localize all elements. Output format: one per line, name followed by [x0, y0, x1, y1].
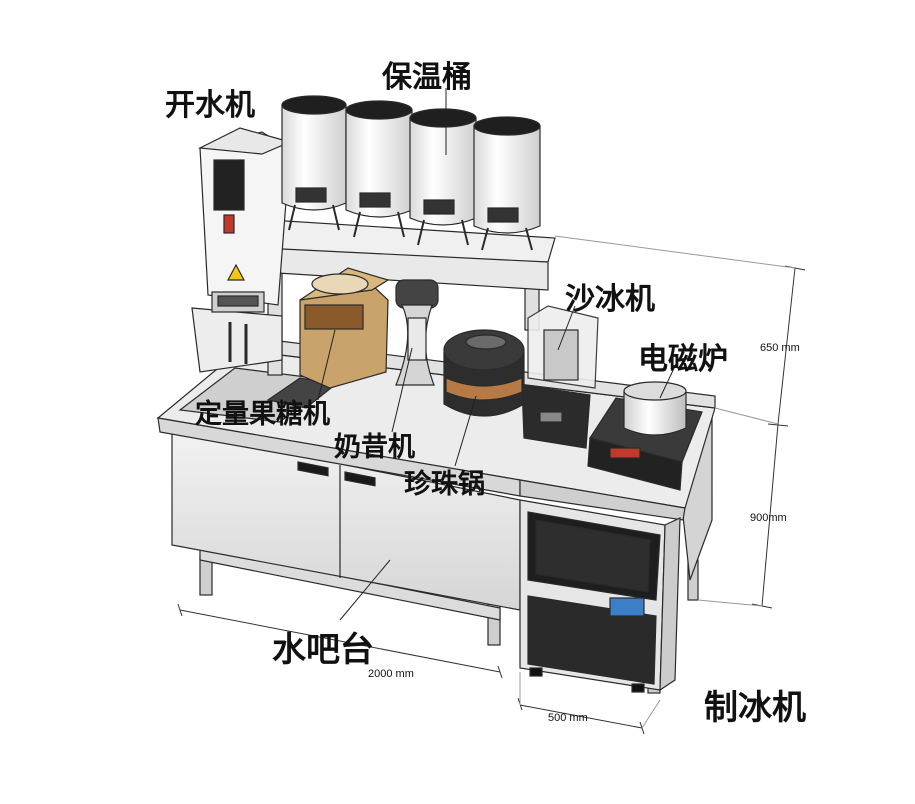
induction-display — [609, 447, 641, 459]
warning-sticker — [227, 263, 245, 281]
leader-slush — [557, 305, 576, 351]
pot-rim — [623, 381, 687, 401]
ice-maker-drawing — [519, 499, 681, 693]
water-pipe — [228, 322, 248, 364]
dimension-counter-height: 900mm — [750, 512, 787, 524]
leader-milkshake — [391, 347, 413, 433]
label-milkshake-machine: 奶昔机 — [334, 432, 415, 463]
slush-machine-drawing — [521, 305, 599, 449]
water-boiler-drawing — [191, 127, 292, 373]
barrel — [281, 95, 347, 231]
ice-foot — [631, 683, 645, 693]
boiler-display — [213, 159, 245, 211]
ice-foot — [529, 667, 543, 677]
extension-line — [519, 235, 796, 729]
slush-knob — [539, 411, 563, 423]
label-insulated-barrels: 保温桶 — [382, 60, 472, 95]
slush-jar — [543, 329, 579, 381]
barrel — [473, 116, 541, 251]
boiler-body — [199, 131, 291, 306]
fructose-lid — [311, 273, 369, 295]
ice-control-panel — [609, 597, 645, 617]
dimension-counter-length: 2000 mm — [368, 668, 414, 680]
cabinet-handle — [297, 461, 329, 477]
pearl-lid-handle — [465, 334, 507, 350]
leader-lines — [317, 88, 677, 621]
fructose-body — [299, 284, 389, 389]
leader-fructose — [317, 329, 336, 401]
milkshake-machine-drawing — [395, 279, 439, 386]
label-fructose-dispenser: 定量果糖机 — [195, 399, 330, 430]
insulated-barrels-drawing — [281, 95, 541, 251]
label-slush-machine: 沙冰机 — [565, 282, 655, 317]
induction-cooker-drawing — [587, 381, 703, 491]
dimension-lines — [177, 235, 806, 735]
cabinet-handle — [344, 471, 376, 487]
ice-door-glass — [535, 519, 651, 593]
label-bar-counter: 水吧台 — [272, 630, 374, 670]
milkshake-head — [395, 279, 439, 309]
dimension-shelf-height: 650 mm — [760, 342, 800, 354]
barrel — [345, 100, 413, 238]
label-water-boiler: 开水机 — [165, 88, 255, 123]
label-ice-maker: 制冰机 — [704, 688, 806, 728]
dim-line-counter-length — [177, 603, 503, 679]
leader-pearl — [454, 395, 477, 467]
boiler-stand — [191, 307, 283, 373]
ice-side — [659, 517, 681, 692]
fructose-dispenser-drawing — [299, 267, 390, 389]
drip-grid — [217, 295, 259, 307]
fructose-panel — [304, 304, 364, 330]
milkshake-cup — [407, 317, 427, 361]
barrel — [409, 108, 477, 246]
counter-top-edge-side — [519, 479, 686, 521]
pearl-cooker-drawing — [443, 329, 525, 417]
leader-counter — [339, 559, 391, 621]
boiler-tap — [223, 214, 235, 234]
label-induction-cooker: 电磁炉 — [638, 342, 728, 377]
dimension-ice-maker-width: 500 mm — [548, 712, 588, 724]
leader-induction — [659, 363, 677, 399]
label-pearl-cooker: 珍珠锅 — [404, 469, 485, 500]
